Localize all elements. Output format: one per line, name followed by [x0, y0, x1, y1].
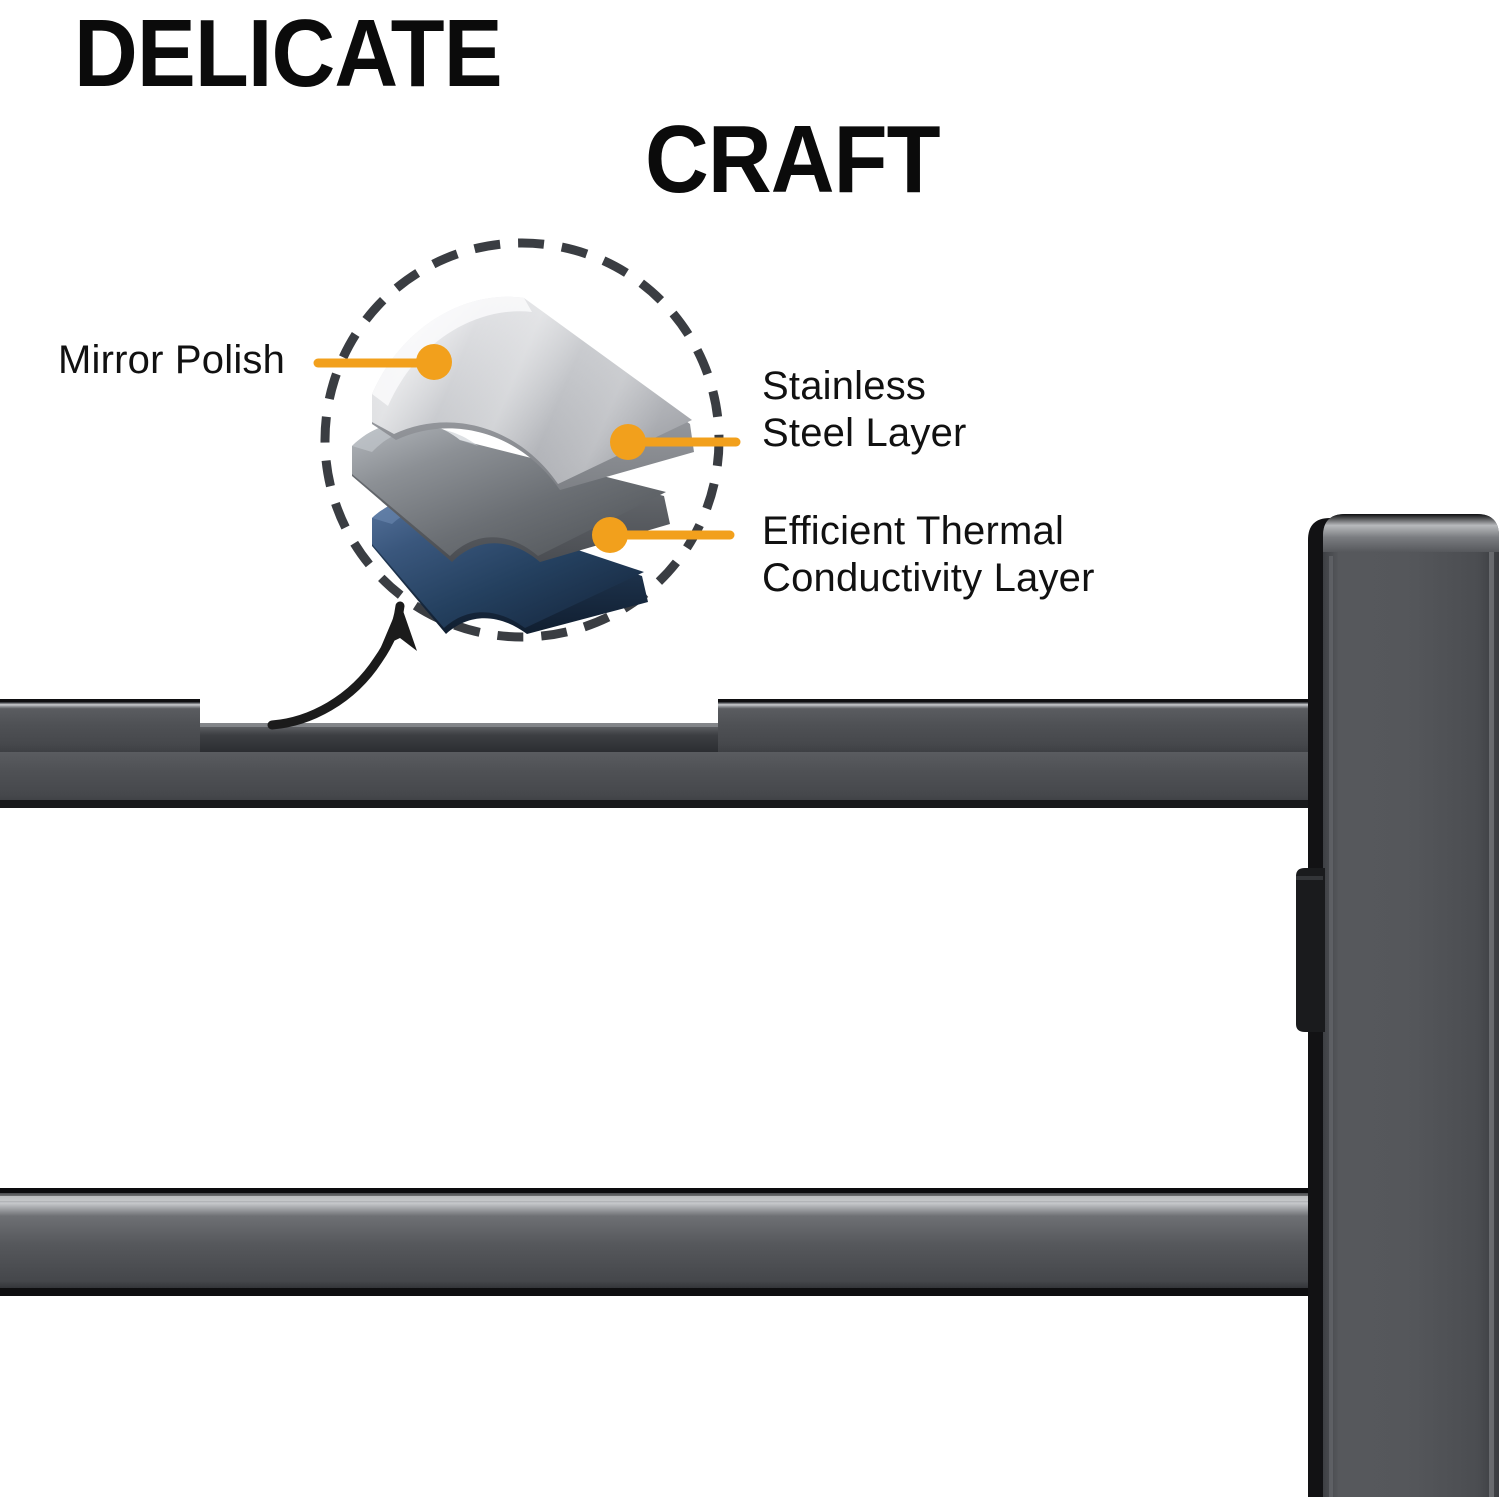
callout-label-thermal-conductivity: Efficient Thermal Conductivity Layer: [762, 509, 1095, 601]
top-rail-body: [0, 752, 1326, 808]
dashed-zoom-circle: [320, 238, 724, 642]
callout-leader-stainless-steel: [610, 424, 741, 460]
right-vertical-post: [1296, 514, 1499, 1497]
post-bracket-tab: [1296, 868, 1325, 1032]
callout-label-mirror-polish: Mirror Polish: [58, 338, 286, 382]
page-title-line-1: DELICATE: [74, 0, 503, 107]
top-rail-group: [0, 699, 1326, 808]
callout-label-stainless-steel: Stainless Steel Layer: [762, 364, 967, 456]
brushed-metal-sheen: [372, 296, 692, 484]
callout-leader-mirror-polish: [313, 344, 452, 380]
middle-stainless-steel-layer: [352, 421, 670, 562]
lower-rail: [0, 1188, 1326, 1296]
page-title-line-2: CRAFT: [645, 106, 941, 213]
top-mirror-polish-layer: [372, 296, 694, 490]
callout-leader-thermal: [592, 517, 735, 553]
bottom-thermal-conductivity-layer: [372, 497, 648, 634]
top-rail-left-raised: [0, 699, 200, 754]
top-rail-notch: [196, 723, 722, 753]
top-rail-right-raised: [718, 699, 1326, 754]
